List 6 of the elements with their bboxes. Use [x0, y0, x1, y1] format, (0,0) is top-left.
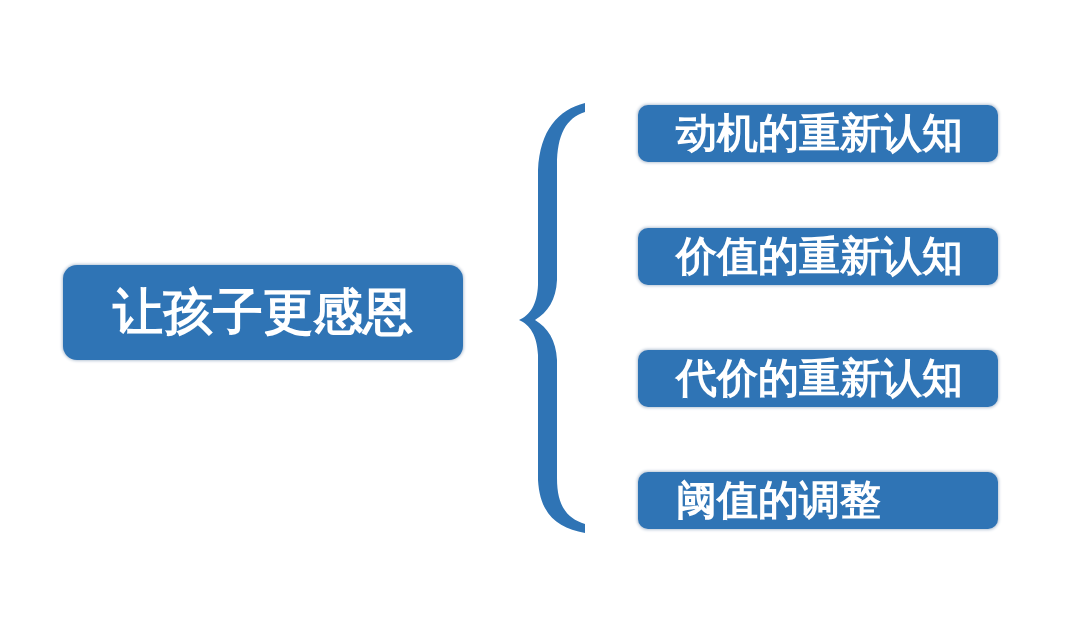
- curly-brace: [519, 103, 585, 533]
- topic-box: 让孩子更感恩: [63, 265, 463, 360]
- item-box: 代价的重新认知: [638, 350, 998, 407]
- item-box: 阈值的调整: [638, 472, 998, 529]
- item-box: 动机的重新认知: [638, 105, 998, 162]
- item-box: 价值的重新认知: [638, 228, 998, 285]
